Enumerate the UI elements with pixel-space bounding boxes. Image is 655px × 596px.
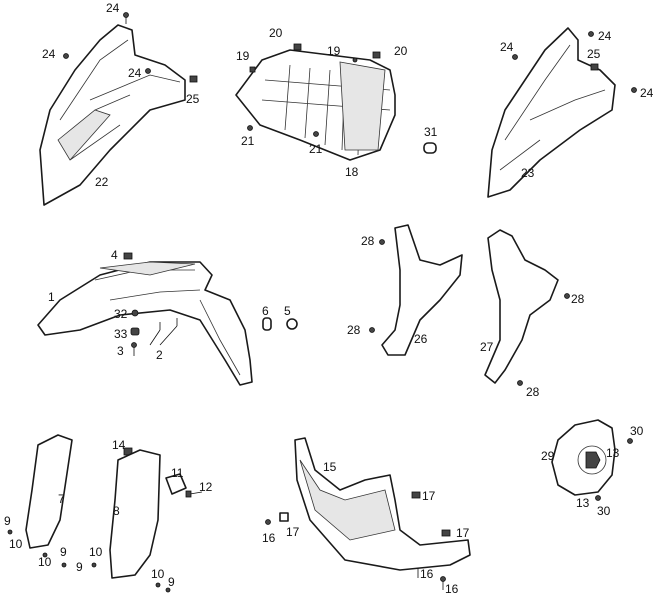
- callout: 24: [500, 40, 514, 54]
- callout: 10: [9, 537, 23, 551]
- callout: 26: [414, 332, 428, 346]
- callout: 6: [262, 304, 269, 318]
- callout: 24: [640, 86, 654, 100]
- callout: 9: [60, 545, 67, 559]
- part-29-sprocket-cover: [551, 419, 616, 496]
- callout: 20: [394, 44, 408, 58]
- callout: 10: [89, 545, 103, 559]
- callout: 24: [106, 1, 120, 15]
- callout: 5: [284, 304, 291, 318]
- callout: 28: [361, 234, 375, 248]
- callout: 31: [424, 125, 438, 139]
- callout: 7: [58, 492, 65, 506]
- part-27-right-frame-cover: [484, 229, 559, 384]
- callout: 13: [606, 446, 620, 460]
- callout: 2: [156, 348, 163, 362]
- callout: 1: [48, 290, 55, 304]
- callout: 24: [42, 47, 56, 61]
- callout: 25: [587, 47, 601, 61]
- callout: 15: [323, 460, 337, 474]
- callout: 11: [171, 466, 184, 480]
- callout: 13: [576, 496, 590, 510]
- part-23-right-shroud: [487, 27, 616, 198]
- callout: 3: [117, 344, 124, 358]
- callout: 9: [4, 514, 11, 528]
- callout: 14: [112, 438, 126, 452]
- callout: 30: [597, 504, 611, 518]
- part-18-radiator-guard: [235, 49, 396, 161]
- callout: 21: [241, 134, 255, 148]
- callout: 16: [420, 567, 434, 581]
- callout: 19: [327, 44, 341, 58]
- callout: 28: [347, 323, 361, 337]
- part-8-right-fork-guard: [109, 449, 161, 579]
- callout: 10: [151, 567, 165, 581]
- callout: 27: [480, 340, 494, 354]
- part-15-skid-plate: [294, 437, 471, 571]
- callout: 21: [309, 142, 323, 156]
- callout: 32: [114, 307, 128, 321]
- callout: 24: [598, 29, 612, 43]
- callout: 19: [236, 49, 250, 63]
- callout: 16: [445, 582, 459, 596]
- callout: 10: [38, 555, 52, 569]
- callout: 29: [541, 449, 555, 463]
- fasteners: [7, 12, 637, 593]
- part-31-grommet: [423, 142, 437, 154]
- callout: 23: [521, 166, 535, 180]
- part-7-left-fork-guard: [25, 434, 73, 549]
- callout-labels: 24 24 24 25 22 20 19 19 20 21 21 18 31 2…: [4, 1, 654, 596]
- callout: 22: [95, 175, 109, 189]
- part-26-left-frame-cover: [381, 224, 463, 356]
- callout: 12: [199, 480, 213, 494]
- callout: 24: [128, 66, 142, 80]
- part-22-left-shroud: [39, 24, 186, 206]
- callout: 18: [345, 165, 359, 179]
- callout: 9: [168, 575, 175, 589]
- callout: 17: [286, 525, 300, 539]
- callout: 9: [76, 560, 83, 574]
- callout: 28: [571, 292, 585, 306]
- callout: 17: [456, 526, 470, 540]
- callout: 28: [526, 385, 540, 399]
- part-1-front-fender: [37, 261, 253, 386]
- callout: 25: [186, 92, 200, 106]
- callout: 8: [113, 504, 120, 518]
- callout: 33: [114, 327, 128, 341]
- callout: 17: [422, 489, 436, 503]
- callout: 4: [111, 248, 118, 262]
- callout: 30: [630, 424, 644, 438]
- callout: 16: [262, 531, 276, 545]
- callout: 20: [269, 26, 283, 40]
